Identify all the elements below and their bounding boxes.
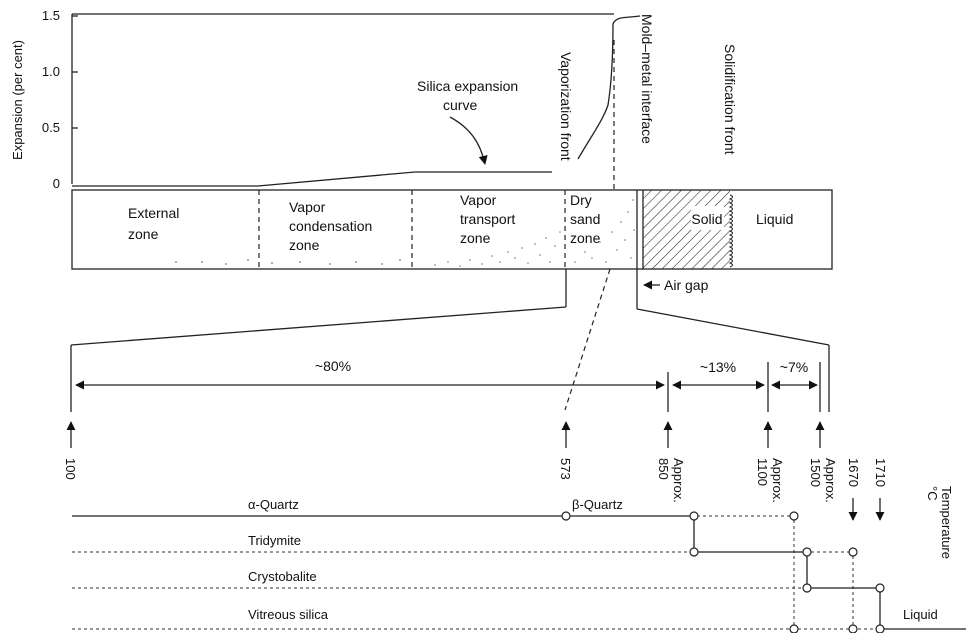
silica-curve-label-2: curve xyxy=(443,97,477,113)
temp-573: 573 xyxy=(558,458,573,480)
air-gap-label: Air gap xyxy=(664,277,709,293)
temp-850: 850 xyxy=(656,458,671,480)
zone-dry-sand-2: sand xyxy=(570,211,600,227)
percent-80: ~80% xyxy=(315,358,351,374)
percent-spans: ~80% ~13% ~7% xyxy=(75,358,821,412)
zone-strip: External zone Vapor condensation zone Va… xyxy=(71,189,833,270)
zone-dry-sand-1: Dry xyxy=(570,192,592,208)
zone-dry-sand-3: zone xyxy=(570,230,601,246)
zone-solid: Solid xyxy=(691,211,722,227)
zone-vapor-cond-1: Vapor xyxy=(289,199,326,215)
expansion-axis: 1.5 1.0 0.5 0 Expansion (per cent) xyxy=(10,8,614,191)
silica-curve-label-1: Silica expansion xyxy=(417,78,518,94)
vaporization-front-label: Vaporization front xyxy=(558,52,574,161)
phase-crystobalite: Crystobalite xyxy=(248,569,317,584)
temp-1670: 1670 xyxy=(846,458,861,487)
zone-vapor-trans-2: transport xyxy=(460,211,515,227)
zone-vapor-cond-2: condensation xyxy=(289,218,372,234)
phase-vitreous-silica: Vitreous silica xyxy=(248,607,329,622)
front-markers: Vaporization front Mold–metal interface … xyxy=(558,14,738,293)
mold-metal-interface-label: Mold–metal interface xyxy=(639,14,655,144)
temperature-unit: °C xyxy=(925,486,940,501)
temp-1500: 1500 xyxy=(808,458,823,487)
solidification-front-label: Solidification front xyxy=(722,44,738,155)
zone-vapor-trans-3: zone xyxy=(460,230,491,246)
percent-13: ~13% xyxy=(700,359,736,375)
sand-stipple xyxy=(175,199,635,267)
phase-lines: α-Quartz β-Quartz Tridymite Crystobalite… xyxy=(72,497,966,634)
silica-expansion-curve: Silica expansion curve xyxy=(72,15,641,187)
temp-1710: 1710 xyxy=(873,458,888,487)
temp-1100: 1100 xyxy=(755,458,770,486)
percent-7: ~7% xyxy=(780,359,808,375)
zoom-connector xyxy=(70,268,830,412)
phase-liquid: Liquid xyxy=(903,607,938,622)
zone-liquid: Liquid xyxy=(756,211,793,227)
phase-beta-quartz: β-Quartz xyxy=(572,497,623,512)
zone-external-1: External xyxy=(128,205,179,221)
temperature-scale: 100 573 Approx. 850 Approx. 1100 Approx.… xyxy=(63,421,954,559)
zone-external-2: zone xyxy=(128,226,159,242)
y-tick-1-5: 1.5 xyxy=(42,8,60,23)
phase-alpha-quartz: α-Quartz xyxy=(248,497,299,512)
temp-850-approx: Approx. xyxy=(671,458,686,503)
temp-100: 100 xyxy=(63,458,78,480)
y-axis-label: Expansion (per cent) xyxy=(10,40,25,160)
temp-1100-approx: Approx. xyxy=(770,458,785,503)
temperature-label: Temperature xyxy=(939,486,954,559)
zone-vapor-cond-3: zone xyxy=(289,237,320,253)
y-tick-0: 0 xyxy=(53,176,60,191)
y-tick-1-0: 1.0 xyxy=(42,64,60,79)
temp-1500-approx: Approx. xyxy=(823,458,838,503)
zone-vapor-trans-1: Vapor xyxy=(460,192,497,208)
y-tick-0-5: 0.5 xyxy=(42,120,60,135)
phase-tridymite: Tridymite xyxy=(248,533,301,548)
